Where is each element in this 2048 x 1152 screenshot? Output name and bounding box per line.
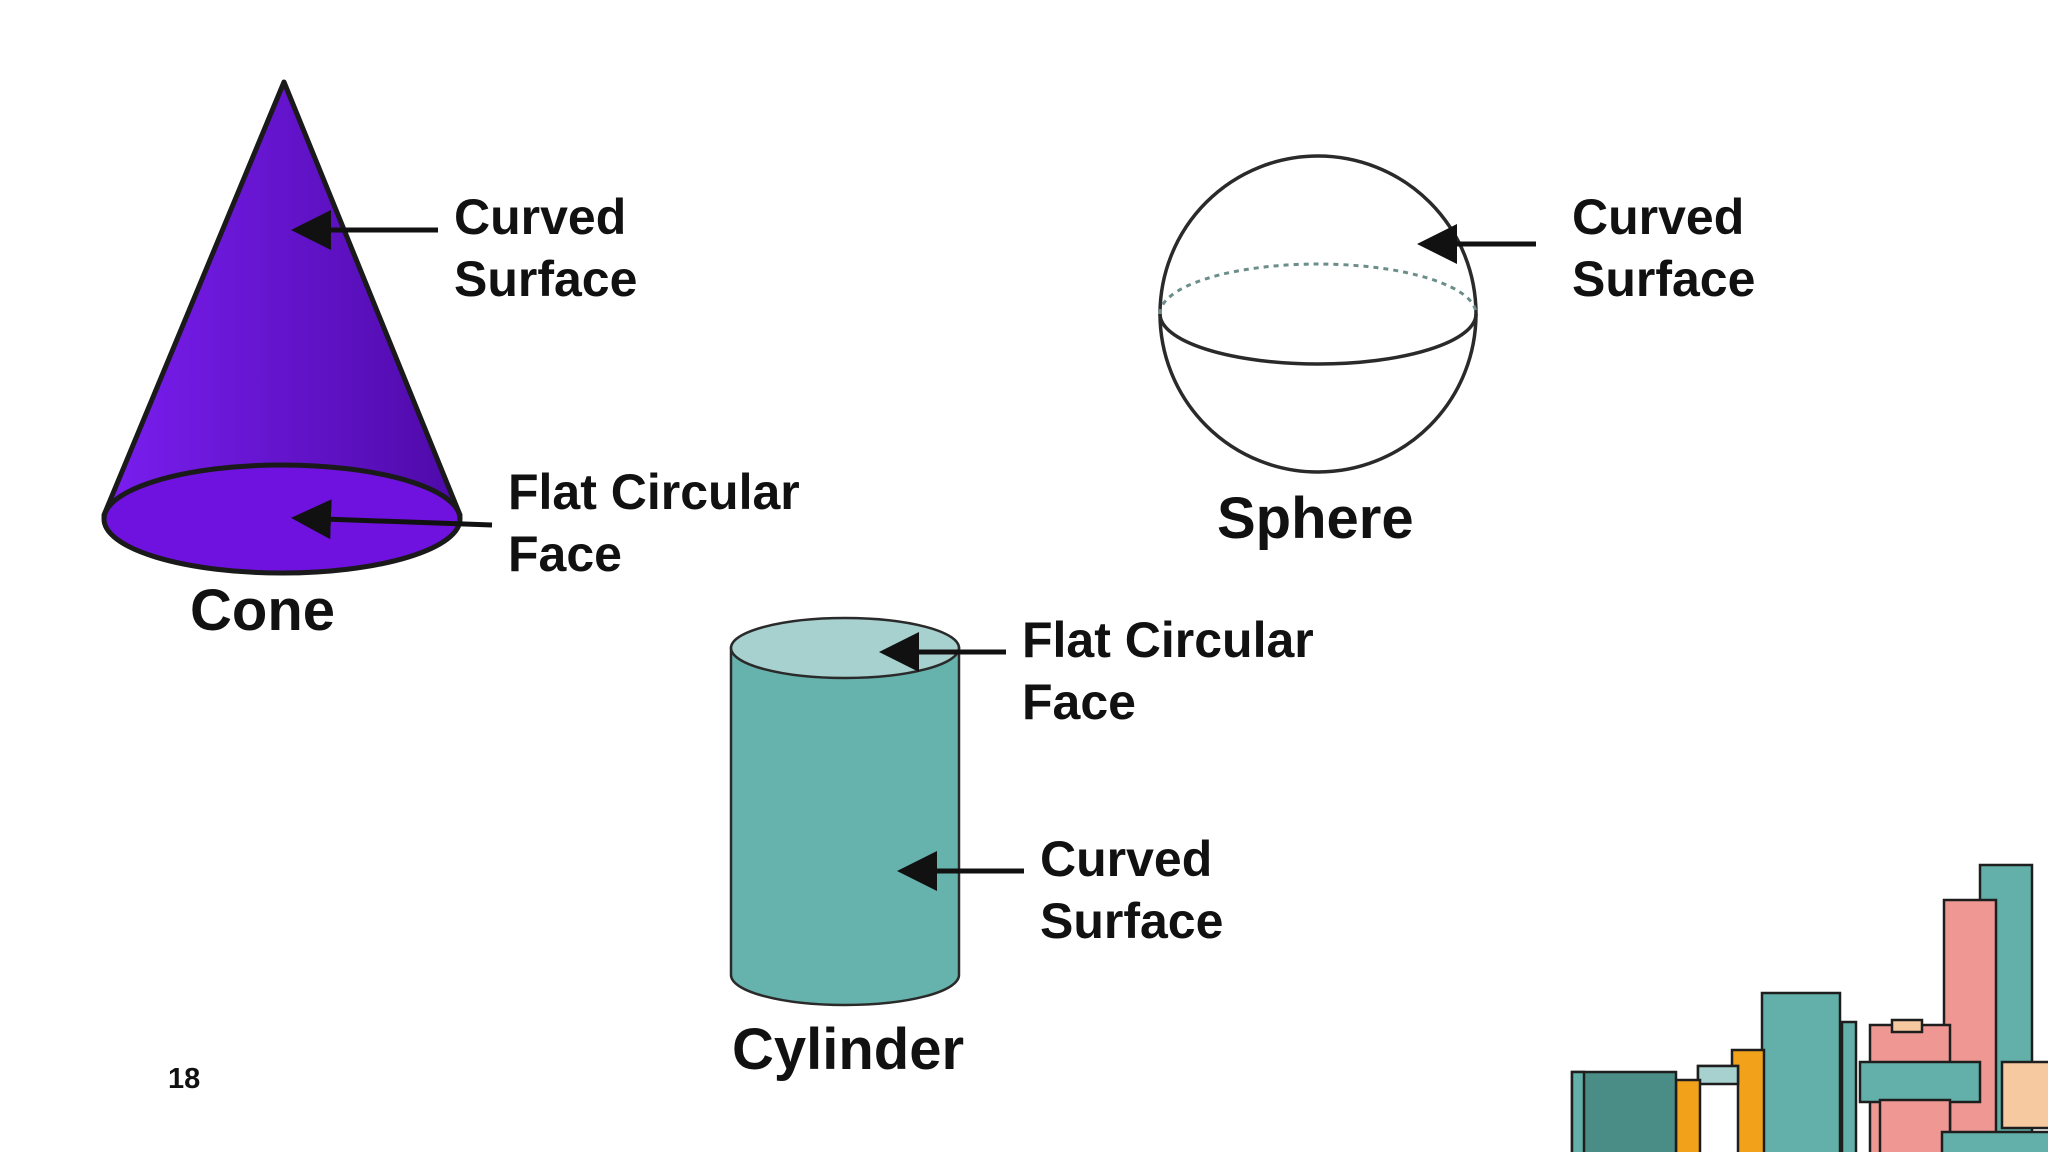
cylinder-flat-face-line1: Flat Circular	[1022, 612, 1314, 668]
cone-curved-surface-line2: Surface	[454, 251, 638, 307]
cone-title: Cone	[190, 578, 335, 643]
cylinder-flat-face-line2: Face	[1022, 674, 1136, 730]
decorative-skyline	[1570, 863, 2048, 1152]
cone-shape	[101, 79, 463, 576]
cone-curved-surface-label: Curved Surface	[454, 186, 637, 310]
cylinder-flat-face-label: Flat Circular Face	[1022, 609, 1314, 733]
sphere-curved-surface-line1: Curved	[1572, 189, 1745, 245]
cylinder-title: Cylinder	[732, 1017, 965, 1082]
cone-flat-face-label: Flat Circular Face	[508, 461, 800, 585]
cone-flat-face-arrow	[291, 499, 493, 540]
sphere-title: Sphere	[1217, 486, 1414, 551]
cylinder-curved-surface-label: Curved Surface	[1040, 828, 1223, 952]
cylinder-curved-surface-line2: Surface	[1040, 893, 1224, 949]
cone-curved-surface-line1: Curved	[454, 189, 627, 245]
cone-flat-face-line1: Flat Circular	[508, 464, 800, 520]
sphere-shape	[1158, 154, 1478, 474]
cylinder-shape	[729, 616, 961, 1007]
page-number: 18	[168, 1063, 201, 1095]
sphere-curved-surface-label: Curved Surface	[1572, 186, 1755, 310]
cone-flat-face-line2: Face	[508, 526, 622, 582]
sphere-curved-surface-line2: Surface	[1572, 251, 1756, 307]
cylinder-curved-surface-line1: Curved	[1040, 831, 1213, 887]
